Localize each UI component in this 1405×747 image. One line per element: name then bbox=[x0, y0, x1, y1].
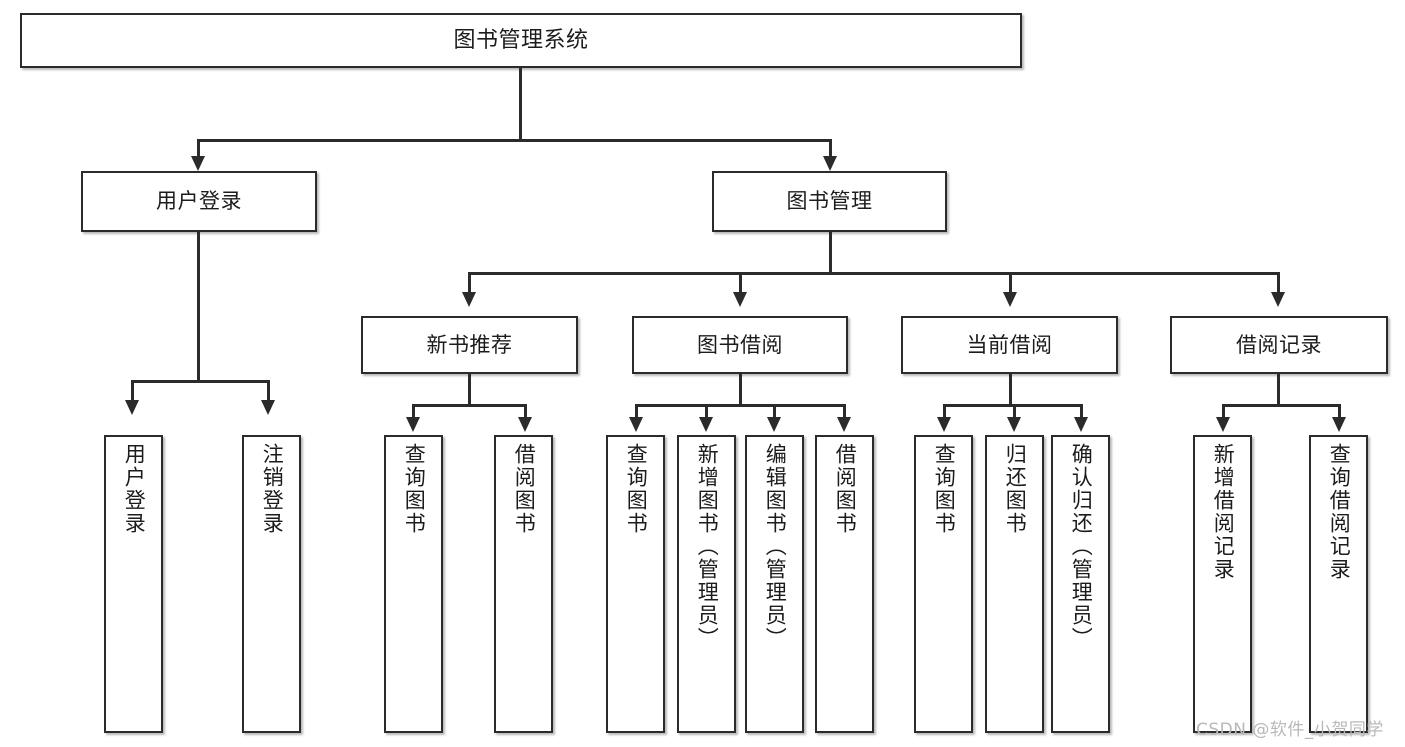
connector-borrow-book-stem bbox=[739, 374, 742, 406]
leaf-borrow-book-edit-book-admin[interactable]: 编辑图书（管理员） bbox=[745, 435, 804, 733]
arrowhead-current-borrow-leaf1 bbox=[937, 417, 951, 432]
node-label: 新增借阅记录 bbox=[1211, 443, 1236, 581]
leaf-borrow-book-borrow-book[interactable]: 借阅图书 bbox=[815, 435, 874, 733]
node-label: 新增图书（管理员） bbox=[695, 443, 720, 650]
leaf-borrow-record-add-record[interactable]: 新增借阅记录 bbox=[1193, 435, 1252, 733]
leaf-new-book-query-book[interactable]: 查询图书 bbox=[384, 435, 443, 733]
connector-user-login-bus bbox=[131, 380, 267, 383]
connector-borrow-book-leaf4 bbox=[843, 404, 846, 420]
node-label: 借阅图书 bbox=[512, 443, 537, 535]
node-label: 用户登录 bbox=[122, 443, 147, 535]
leaf-current-borrow-return-book[interactable]: 归还图书 bbox=[985, 435, 1044, 733]
arrowhead-borrow-book-leaf3 bbox=[767, 417, 781, 432]
connector-to-current-borrow bbox=[1009, 272, 1012, 296]
connector-borrow-book-leaf1 bbox=[635, 404, 638, 420]
leaf-borrow-record-query-record[interactable]: 查询借阅记录 bbox=[1309, 435, 1368, 733]
node-label: 图书借阅 bbox=[697, 332, 783, 357]
connector-current-borrow-stem bbox=[1009, 374, 1012, 406]
connector-current-borrow-leaf3 bbox=[1080, 404, 1083, 420]
arrowhead-borrow-book-leaf4 bbox=[837, 417, 851, 432]
arrowhead-borrow-record-leaf2 bbox=[1332, 417, 1346, 432]
connector-root-stem bbox=[519, 68, 522, 140]
leaf-user-login-signin[interactable]: 用户登录 bbox=[104, 435, 163, 733]
arrowhead-new-book-leaf1 bbox=[406, 417, 420, 432]
connector-new-book-bus bbox=[412, 404, 524, 407]
node-label: 新书推荐 bbox=[426, 332, 513, 357]
connector-user-login-right bbox=[267, 380, 270, 404]
arrowhead-borrow-book bbox=[733, 292, 747, 307]
node-label: 查询图书 bbox=[932, 443, 957, 535]
node-label: 注销登录 bbox=[260, 443, 285, 535]
connector-borrow-book-leaf2 bbox=[705, 404, 708, 420]
csdn-watermark: CSDN @软件_小贺同学 bbox=[1196, 720, 1384, 740]
arrowhead-book-management bbox=[823, 156, 837, 171]
arrowhead-current-borrow-leaf2 bbox=[1007, 417, 1021, 432]
leaf-user-login-signout[interactable]: 注销登录 bbox=[242, 435, 301, 733]
node-root-book-management-system[interactable]: 图书管理系统 bbox=[20, 13, 1022, 68]
connector-user-login-left bbox=[131, 380, 134, 404]
arrowhead-borrow-record bbox=[1271, 292, 1285, 307]
node-book-borrow[interactable]: 图书借阅 bbox=[632, 316, 848, 374]
node-new-book-recommend[interactable]: 新书推荐 bbox=[361, 316, 578, 374]
connector-to-borrow-record bbox=[1277, 272, 1280, 296]
connector-borrow-record-leaf1 bbox=[1222, 404, 1225, 420]
node-label: 归还图书 bbox=[1003, 443, 1028, 535]
connector-new-book-stem bbox=[468, 374, 471, 406]
arrowhead-borrow-record-leaf1 bbox=[1216, 417, 1230, 432]
leaf-current-borrow-query-book[interactable]: 查询图书 bbox=[914, 435, 973, 733]
node-label: 当前借阅 bbox=[966, 332, 1053, 357]
connector-root-to-book-management bbox=[829, 139, 832, 163]
node-label: 借阅记录 bbox=[1236, 332, 1322, 357]
node-current-borrow[interactable]: 当前借阅 bbox=[901, 316, 1118, 374]
leaf-current-borrow-confirm-return-admin[interactable]: 确认归还（管理员） bbox=[1051, 435, 1110, 733]
arrowhead-leaf-user-login bbox=[125, 400, 139, 415]
node-label: 查询图书 bbox=[624, 443, 649, 535]
node-label: 查询借阅记录 bbox=[1327, 443, 1352, 581]
connector-to-new-book bbox=[468, 272, 471, 296]
arrowhead-leaf-logout-login bbox=[261, 400, 275, 415]
arrowhead-current-borrow bbox=[1003, 292, 1017, 307]
connector-user-login-stem bbox=[197, 232, 200, 382]
node-label: 图书管理系统 bbox=[453, 27, 589, 53]
arrowhead-current-borrow-leaf3 bbox=[1074, 417, 1088, 432]
connector-current-borrow-leaf1 bbox=[943, 404, 946, 420]
leaf-borrow-book-add-book-admin[interactable]: 新增图书（管理员） bbox=[677, 435, 736, 733]
arrowhead-borrow-book-leaf1 bbox=[629, 417, 643, 432]
node-book-management[interactable]: 图书管理 bbox=[712, 171, 947, 232]
connector-to-borrow-book bbox=[739, 272, 742, 296]
connector-current-borrow-bus bbox=[943, 404, 1080, 407]
node-label: 查询图书 bbox=[402, 443, 427, 535]
node-label: 用户登录 bbox=[156, 189, 242, 214]
node-label: 借阅图书 bbox=[833, 443, 858, 535]
arrowhead-borrow-book-leaf2 bbox=[699, 417, 713, 432]
connector-borrow-record-bus bbox=[1222, 404, 1338, 407]
leaf-borrow-book-query-book[interactable]: 查询图书 bbox=[606, 435, 665, 733]
arrowhead-new-book bbox=[462, 292, 476, 307]
node-borrow-record[interactable]: 借阅记录 bbox=[1170, 316, 1388, 374]
connector-borrow-book-bus bbox=[635, 404, 844, 407]
connector-borrow-record-stem bbox=[1277, 374, 1280, 406]
node-label: 编辑图书（管理员） bbox=[763, 443, 788, 650]
node-label: 确认归还（管理员） bbox=[1069, 443, 1094, 650]
connector-borrow-record-leaf2 bbox=[1338, 404, 1341, 420]
node-user-login[interactable]: 用户登录 bbox=[81, 171, 317, 232]
leaf-new-book-borrow-book[interactable]: 借阅图书 bbox=[494, 435, 553, 733]
connector-book-management-stem bbox=[829, 232, 832, 274]
node-label: 图书管理 bbox=[786, 189, 873, 214]
connector-level3-bus bbox=[468, 272, 1279, 275]
arrowhead-new-book-leaf2 bbox=[518, 417, 532, 432]
arrowhead-user-login bbox=[191, 156, 205, 171]
connector-new-book-leaf2 bbox=[524, 404, 527, 420]
connector-root-bus bbox=[197, 139, 831, 142]
connector-current-borrow-leaf2 bbox=[1013, 404, 1016, 420]
connector-root-to-user-login bbox=[197, 139, 200, 163]
connector-new-book-leaf1 bbox=[412, 404, 415, 420]
connector-borrow-book-leaf3 bbox=[773, 404, 776, 420]
